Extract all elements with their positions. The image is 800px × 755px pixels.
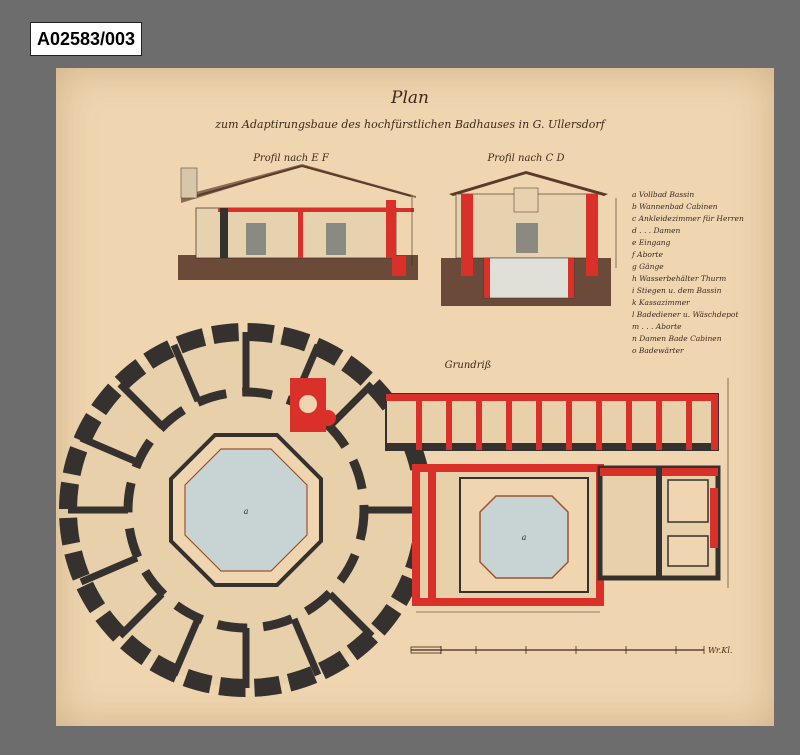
architectural-plan: Plan zum Adaptirungsbaue des hochfürstli…	[59, 88, 744, 697]
archive-id-label: A02583/003	[30, 22, 142, 56]
plan-title: Plan	[390, 88, 429, 108]
legend-item: c Ankleidezimmer für Herren	[632, 214, 744, 223]
legend-item: b Wannenbad Cabinen	[632, 202, 718, 211]
svg-text:a: a	[522, 533, 527, 542]
legend-item: e Eingang	[632, 238, 671, 247]
section-right-label: Profil nach C D	[486, 153, 564, 164]
round-bath-house: a	[59, 323, 433, 697]
legend-item: a Vollbad Bassin	[632, 190, 694, 199]
scale-unit-label: Wr.Kl.	[708, 646, 732, 655]
legend-item: i Stiegen u. dem Bassin	[632, 286, 722, 295]
plan-subtitle: zum Adaptirungsbaue des hochfürstlichen …	[214, 118, 606, 131]
ground-plan-label: Grundriß	[445, 360, 492, 371]
section-left-label: Profil nach E F	[252, 153, 330, 164]
legend-item: g Gänge	[632, 262, 664, 271]
scale-bar: Wr.Kl.	[410, 646, 732, 655]
legend: a Vollbad Bassin b Wannenbad Cabinen c A…	[631, 190, 744, 355]
legend-item: n Damen Bade Cabinen	[632, 334, 722, 343]
legend-item: m . . . Aborte	[632, 322, 682, 331]
legend-item: d . . . Damen	[632, 226, 681, 235]
section-profile-cd: Profil nach C D	[441, 153, 617, 306]
legend-item: l Badediener u. Wäschdepot	[632, 310, 739, 319]
rectangular-wing: a	[385, 378, 729, 613]
svg-text:a: a	[244, 507, 249, 516]
legend-item: o Badewärter	[632, 346, 684, 355]
section-profile-ef: Profil nach E F	[178, 153, 418, 280]
legend-item: k Kassazimmer	[632, 298, 690, 307]
drawing-sheet: Plan zum Adaptirungsbaue des hochfürstli…	[56, 68, 774, 726]
legend-item: f Aborte	[631, 250, 663, 259]
legend-item: h Wasserbehälter Thurm	[632, 274, 726, 283]
